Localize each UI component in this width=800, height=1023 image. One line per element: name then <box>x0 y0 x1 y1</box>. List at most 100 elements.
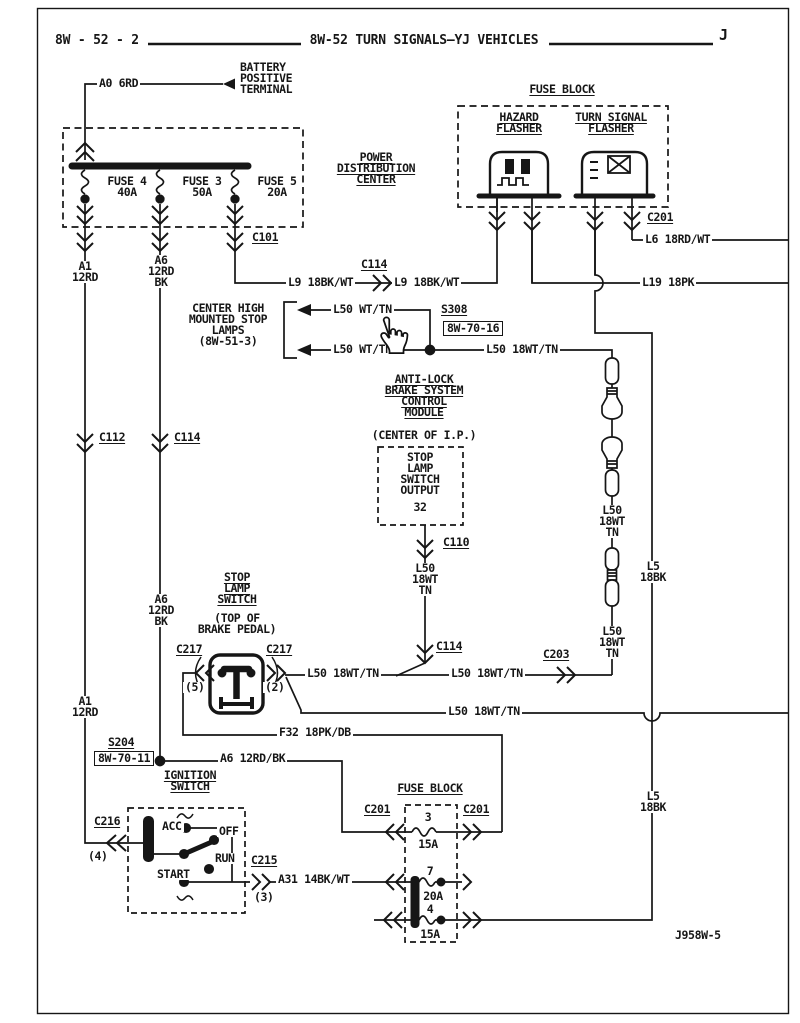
battery-feed-wire <box>84 78 235 160</box>
connector-c114-left: C114 <box>172 430 203 444</box>
wire-l9-right: L9 18BK/WT <box>392 275 462 289</box>
abs-title: ANTI-LOCK BRAKE SYSTEM CONTROL MODULE <box>384 372 464 419</box>
wire-a6-mid: A6 12RD BK <box>145 592 177 628</box>
switch-pos-start: START <box>155 867 192 881</box>
connector-c201-bottom-left: C201 <box>362 802 393 816</box>
wire-l6: L6 18RD/WT <box>643 232 713 246</box>
splice-s204: S204 <box>108 735 135 749</box>
wire-l50-module: L50 18WT TN <box>409 561 441 597</box>
wire-l50-sw1: L50 18WT/TN <box>305 666 381 680</box>
c114-top-connector <box>372 274 393 292</box>
switch-pos-off: OFF <box>217 824 241 838</box>
arrow-to-battery <box>223 78 235 90</box>
fuse-3-label: FUSE 3 50A <box>182 174 222 199</box>
wire-l5-run <box>481 230 653 921</box>
ref-8w-70-16: 8W-70-16 <box>443 321 504 336</box>
momentary-spring-bottom <box>176 895 194 901</box>
connector-c110: C110 <box>441 535 472 549</box>
connector-c114-mid: C114 <box>434 639 465 653</box>
wire-l50-lower-branch <box>285 676 789 722</box>
fuse-7-num: 7 <box>424 864 436 878</box>
battery-terminal: BATTERY POSITIVE TERMINAL <box>240 60 293 96</box>
c201-top-connector <box>488 211 641 232</box>
wire-l50-chmsl-top: L50 WT/TN <box>331 302 394 316</box>
switch-blade <box>181 838 217 857</box>
abs-location: (CENTER OF I.P.) <box>371 428 477 442</box>
pin-2: (2) <box>263 680 287 694</box>
chmsl-symbol <box>283 301 431 359</box>
connector-c201-bottom-right: C201 <box>461 802 492 816</box>
fuse-4-label: FUSE 4 40A <box>107 174 147 199</box>
wire-l19: L19 18PK <box>640 275 697 289</box>
connector-c216: C216 <box>94 814 121 828</box>
fuse-3-amp: 15A <box>416 837 440 851</box>
wire-l50-sw2: L50 18WT/TN <box>449 666 525 680</box>
wire-a31: A31 14BK/WT <box>276 872 352 886</box>
momentary-spring-top <box>176 813 194 819</box>
drawing-number: J958W-5 <box>675 928 721 942</box>
connector-c114-top: C114 <box>358 257 390 271</box>
connector-c101: C101 <box>250 230 281 244</box>
connector-c217-right: C217 <box>266 642 293 656</box>
pin-4: (4) <box>88 849 108 863</box>
fuse-5-label: FUSE 5 20A <box>257 174 297 199</box>
connector-c217-left: C217 <box>176 642 203 656</box>
wire-l5-lower: L5 18BK <box>637 789 669 814</box>
fuse-4-amp: 15A <box>418 927 442 941</box>
connector-c215: C215 <box>251 853 278 867</box>
page-title: 8W-52 TURN SIGNALS—YJ VEHICLES <box>309 33 539 48</box>
wire-l19-run <box>531 230 789 284</box>
fuse-7-amp: 20A <box>421 889 445 903</box>
c112-connector <box>76 433 94 454</box>
c217-right-connector <box>266 664 287 682</box>
fuse-3-num: 3 <box>422 810 434 824</box>
wire-a6-run <box>151 204 169 757</box>
abs-pin-number: 32 <box>413 500 427 514</box>
fuse-elements <box>80 169 240 204</box>
wire-a1-lower: A1 12RD <box>69 694 101 719</box>
wire-f32: F32 18PK/DB <box>277 725 353 739</box>
sls-location: (TOP OF BRAKE PEDAL) <box>197 611 277 636</box>
wire-l9-run <box>234 196 498 292</box>
ref-8w-70-11: 8W-70-11 <box>94 751 155 766</box>
page-border <box>36 7 790 1015</box>
fuse-block-top <box>457 105 669 283</box>
fuse-4-num: 4 <box>424 902 436 916</box>
wire-l9-left: L9 18BK/WT <box>286 275 356 289</box>
splice-dot-s204 <box>154 755 166 767</box>
hazard-flasher: HAZARD FLASHER <box>496 110 542 135</box>
inline-connector-column <box>601 357 623 607</box>
wire-a1-run <box>76 204 146 844</box>
splice-s308: S308 <box>441 302 468 316</box>
wire-a0: A0 6RD <box>97 76 141 90</box>
wire-l5-upper: L5 18BK <box>637 559 669 584</box>
switch-pos-acc: ACC <box>160 819 184 833</box>
c114-mid-connector <box>416 644 434 665</box>
switch-pos-run: RUN <box>213 851 237 865</box>
c216-connector <box>105 834 127 852</box>
connector-c201-top: C201 <box>645 210 676 224</box>
abs-pin-function: STOP LAMP SWITCH OUTPUT <box>400 450 440 497</box>
turn-signal-flasher-symbol <box>573 150 656 199</box>
turn-signal-flasher: TURN SIGNAL FLASHER <box>575 110 647 135</box>
c114-left-connector <box>151 433 169 454</box>
sls-title: STOP LAMP SWITCH <box>217 570 257 606</box>
fuse-block-top-title: FUSE BLOCK <box>529 82 595 96</box>
fuse-block-bottom <box>374 804 483 943</box>
hazard-flasher-symbol <box>476 150 562 199</box>
wire-a1-upper: A1 12RD <box>69 259 101 284</box>
wire-f32-run <box>182 672 503 832</box>
hand-cursor-icon <box>380 316 409 354</box>
bus-bar-bottom <box>410 876 420 928</box>
section-letter: J <box>719 26 728 44</box>
wire-l50-col2: L50 18WT TN <box>596 624 628 660</box>
fuse-block-bottom-title: FUSE BLOCK <box>397 781 463 795</box>
connector-c203: C203 <box>541 647 572 661</box>
pin-3: (3) <box>254 890 274 904</box>
ignition-title: IGNITION SWITCH <box>163 768 217 793</box>
wire-l50-s308: L50 18WT/TN <box>484 342 560 356</box>
pdc-title: POWER DISTRIBUTION CENTER <box>336 150 416 186</box>
page-number: 8W - 52 - 2 <box>55 33 139 48</box>
